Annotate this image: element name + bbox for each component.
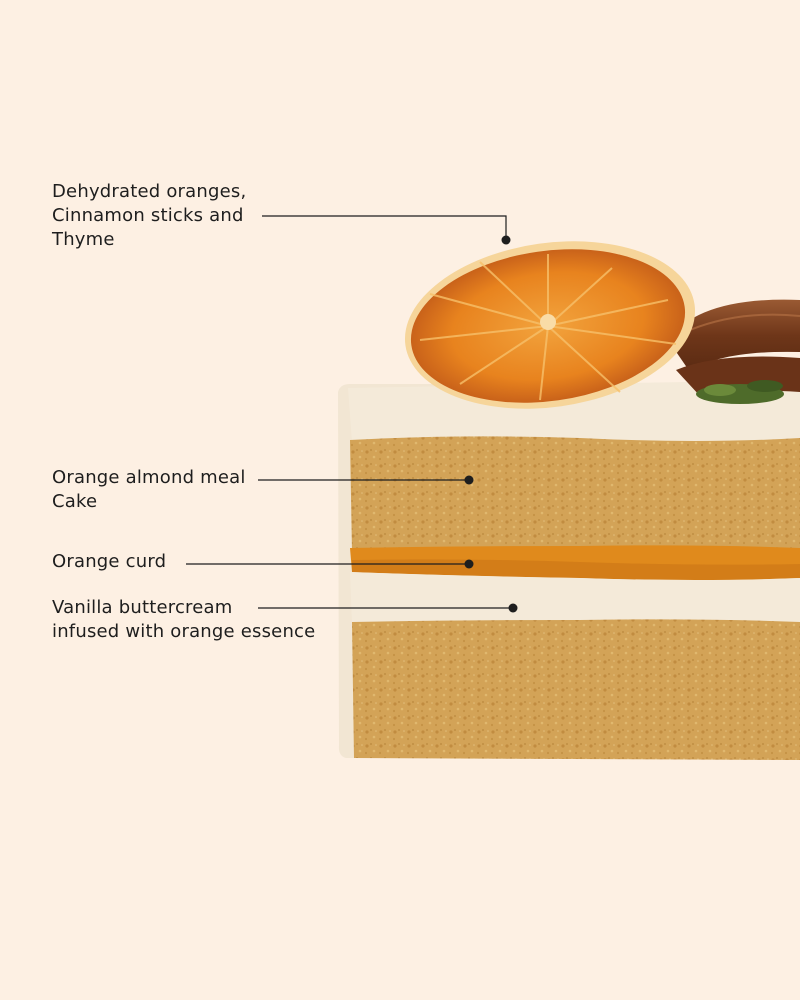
cake-body <box>338 380 800 760</box>
label-line: Dehydrated oranges, <box>52 181 247 202</box>
dot-vanilla-buttercream <box>508 603 518 613</box>
label-line: Thyme <box>52 229 115 250</box>
dot-orange-curd <box>464 559 474 569</box>
label-vanilla-buttercream: Vanilla buttercream infused with orange … <box>52 596 315 644</box>
upper-sponge-layer <box>350 436 800 552</box>
label-line: Vanilla buttercream <box>52 597 233 618</box>
label-line: infused with orange essence <box>52 621 316 642</box>
leader-lines <box>186 215 513 609</box>
thyme-sprig <box>696 380 784 404</box>
label-line: Cake <box>52 491 98 512</box>
label-dehydrated-oranges: Dehydrated oranges, Cinnamon sticks and … <box>52 180 246 252</box>
dehydrated-orange-slice <box>404 241 696 409</box>
label-line: Orange curd <box>52 551 167 572</box>
label-line: Cinnamon sticks and <box>52 205 244 226</box>
buttercream-layer <box>350 572 800 626</box>
label-line: Orange almond meal <box>52 467 246 488</box>
leader-line-dehydrated-oranges <box>262 215 507 240</box>
dot-dehydrated-oranges <box>501 235 511 245</box>
leader-dots <box>464 235 518 613</box>
dot-orange-almond-cake <box>464 475 474 485</box>
label-orange-almond-cake: Orange almond meal Cake <box>52 466 246 514</box>
lower-sponge-layer <box>352 619 800 760</box>
label-orange-curd: Orange curd <box>52 550 166 574</box>
